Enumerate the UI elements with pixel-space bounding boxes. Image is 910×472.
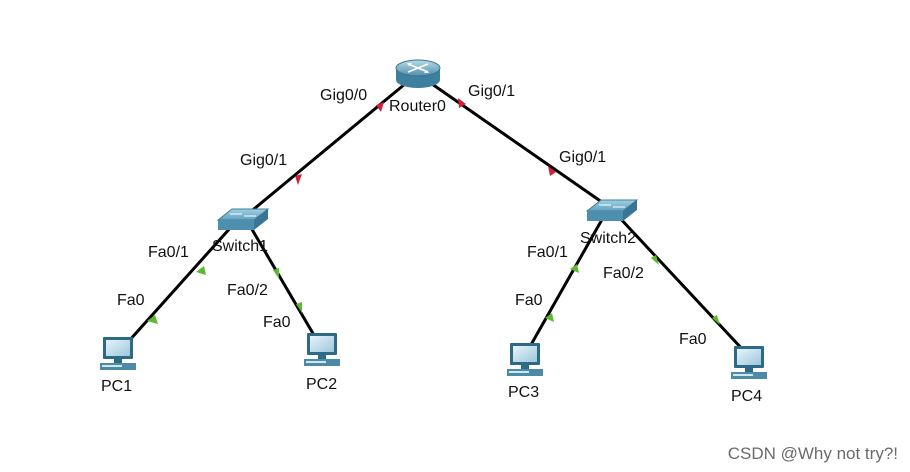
link-switch2-pc4 bbox=[616, 214, 747, 354]
status-up-indicator bbox=[545, 313, 554, 322]
status-down-indicator bbox=[376, 102, 384, 112]
switch-icon[interactable] bbox=[585, 199, 639, 221]
port-label-pc4-fa0: Fa0 bbox=[679, 331, 707, 348]
switch2-label: Switch2 bbox=[580, 230, 637, 247]
status-down-indicator bbox=[548, 166, 556, 176]
pc4-label: PC4 bbox=[731, 388, 763, 405]
port-label-switch1-fa02: Fa0/2 bbox=[227, 282, 268, 299]
status-up-indicator bbox=[570, 264, 579, 273]
switch-icon[interactable] bbox=[216, 208, 270, 230]
pc1-label: PC1 bbox=[101, 378, 133, 395]
port-label-router-gig01: Gig0/1 bbox=[468, 83, 516, 100]
link-status-indicators bbox=[147, 98, 720, 325]
port-label-switch2-gig01: Gig0/1 bbox=[559, 149, 607, 166]
pc-icon[interactable] bbox=[731, 346, 767, 379]
port-label-switch2-fa01: Fa0/1 bbox=[527, 244, 568, 261]
port-label-pc3-fa0: Fa0 bbox=[515, 292, 543, 309]
link-switch1-pc1 bbox=[126, 224, 234, 344]
router-icon[interactable] bbox=[395, 59, 441, 88]
pc2-label: PC2 bbox=[306, 376, 338, 393]
watermark: CSDN @Why not try?! bbox=[727, 444, 898, 463]
status-up-indicator bbox=[273, 268, 279, 279]
pc-icon[interactable] bbox=[100, 337, 136, 370]
pc-icon[interactable] bbox=[507, 343, 543, 376]
port-label-pc1-fa0: Fa0 bbox=[117, 292, 145, 309]
port-label-pc2-fa0: Fa0 bbox=[263, 314, 291, 331]
status-up-indicator bbox=[296, 302, 302, 313]
switch1-label: Switch1 bbox=[212, 238, 269, 255]
pc-icon[interactable] bbox=[304, 333, 340, 366]
router0-label: Router0 bbox=[389, 98, 446, 115]
status-up-indicator bbox=[196, 266, 206, 275]
port-label-switch2-fa02: Fa0/2 bbox=[603, 265, 644, 282]
port-label-switch1-fa01: Fa0/1 bbox=[148, 244, 189, 261]
status-up-indicator bbox=[147, 315, 158, 324]
status-down-indicator bbox=[295, 174, 302, 185]
port-label-switch1-gig01: Gig0/1 bbox=[240, 152, 288, 169]
port-label-router-gig00: Gig0/0 bbox=[320, 87, 368, 104]
status-up-indicator bbox=[712, 315, 720, 325]
link-switch2-pc3 bbox=[526, 215, 606, 351]
pc3-label: PC3 bbox=[508, 384, 540, 401]
link-switch1-pc2 bbox=[248, 225, 320, 343]
status-up-indicator bbox=[651, 255, 659, 265]
status-down-indicator bbox=[458, 98, 466, 108]
